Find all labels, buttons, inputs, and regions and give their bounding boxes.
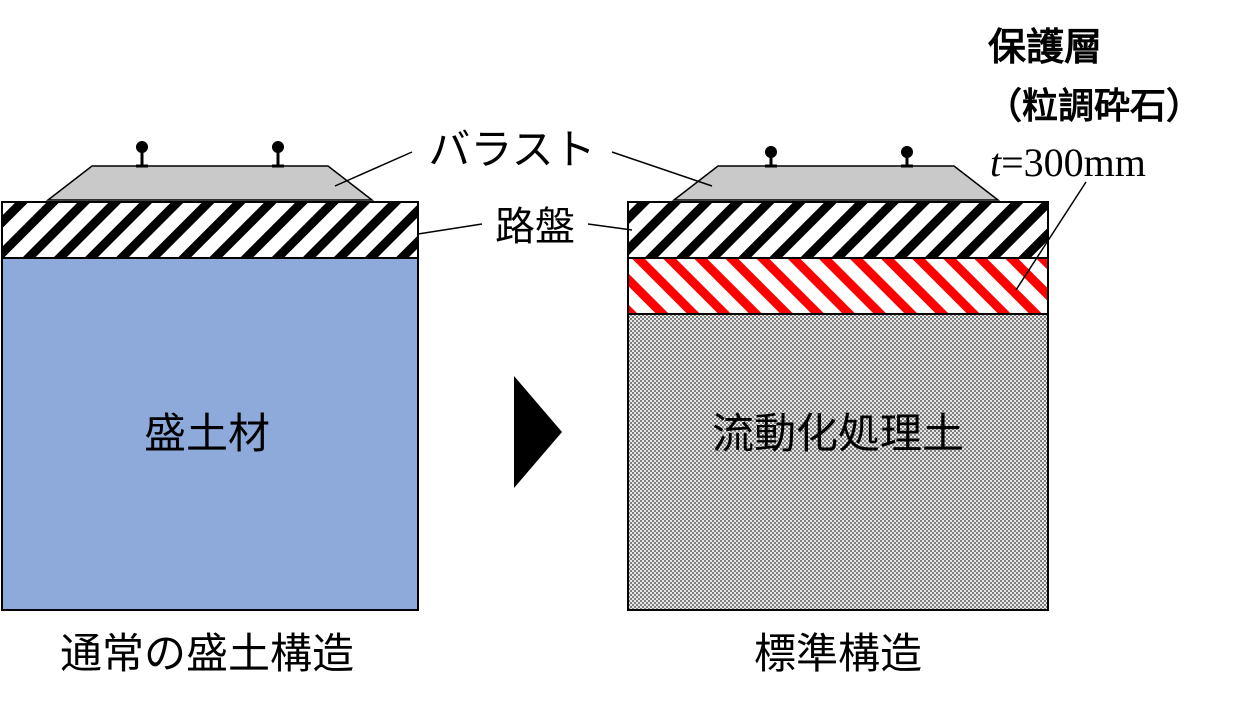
roadbed-leader-left xyxy=(417,223,483,235)
right-rail-right xyxy=(901,146,913,168)
right-caption: 標準構造 xyxy=(754,629,922,678)
protection-leader xyxy=(1015,181,1087,291)
roadbed-label: 路盤 xyxy=(495,204,575,250)
left-embankment-fill xyxy=(1,257,419,611)
protection-layer-thickness: t=300mm xyxy=(990,140,1146,185)
right-rail-left xyxy=(765,146,777,168)
left-rail-left xyxy=(136,141,148,168)
right-fill-label: 流動化処理土 xyxy=(712,409,964,458)
ballast-leader-right xyxy=(611,151,713,187)
ballast-label: バラスト xyxy=(428,125,595,174)
right-fluidized-soil xyxy=(627,313,1049,611)
left-structure: 盛土材 xyxy=(1,141,419,611)
left-roadbed xyxy=(1,201,419,259)
right-ballast xyxy=(671,165,1001,201)
right-roadbed xyxy=(627,201,1049,259)
protection-layer-title: 保護層 xyxy=(988,25,1102,69)
right-protection-layer xyxy=(627,257,1049,315)
transition-arrow-icon xyxy=(514,376,562,488)
roadbed-leader-right xyxy=(587,223,633,231)
left-rail-right xyxy=(272,141,284,168)
thickness-variable: t xyxy=(990,140,1002,185)
ballast-leader-left xyxy=(334,151,413,187)
left-fill-label: 盛土材 xyxy=(144,409,270,458)
protection-layer-material: （粒調砕石） xyxy=(986,86,1202,127)
left-caption: 通常の盛土構造 xyxy=(60,629,354,678)
right-structure: 流動化処理土 xyxy=(627,146,1049,611)
leader-lines xyxy=(334,151,1087,291)
thickness-value: =300mm xyxy=(1001,140,1146,185)
left-ballast xyxy=(45,165,375,201)
